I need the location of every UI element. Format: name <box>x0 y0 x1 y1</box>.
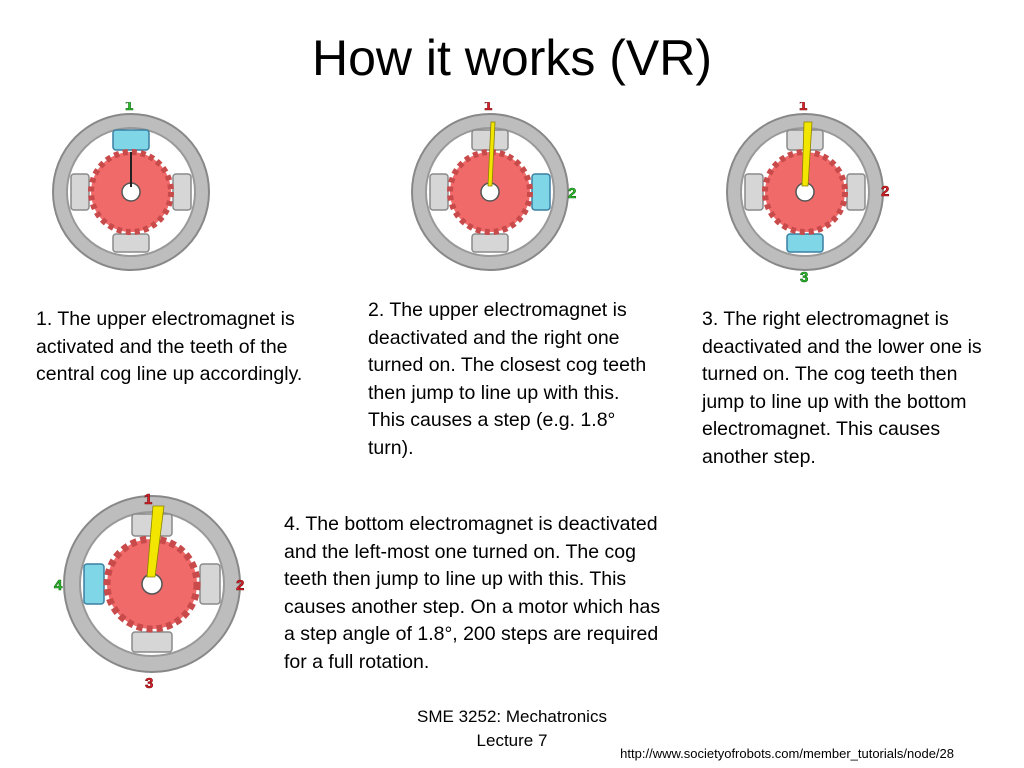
bottom-electromagnet <box>471 233 509 253</box>
stepper-motor-diagram-2: 1 2 <box>411 102 577 271</box>
central-cog <box>88 149 174 235</box>
magnet-label-1: 1 <box>125 102 133 114</box>
left-electromagnet <box>744 173 764 211</box>
magnet-label-1: 1 <box>799 102 807 114</box>
magnet-label-3: 3 <box>800 269 808 286</box>
right-electromagnet <box>846 173 866 211</box>
stepper-motor-diagram-4: 1 2 3 4 <box>54 491 245 693</box>
top-electromagnet <box>112 129 150 151</box>
step-angle-indicator <box>801 121 813 187</box>
magnet-label-4: 4 <box>54 577 63 594</box>
magnet-label-1: 1 <box>144 491 152 508</box>
magnet-label-3: 3 <box>145 675 153 692</box>
lecture-number: Lecture 7 <box>476 731 548 750</box>
step-3-description: 3. The right electromagnet is deactivate… <box>702 308 982 468</box>
step-angle-indicator <box>146 505 165 578</box>
source-url: http://www.societyofrobots.com/member_tu… <box>620 746 954 761</box>
magnet-label-2: 2 <box>568 185 576 202</box>
right-electromagnet <box>172 173 192 211</box>
magnet-label-1: 1 <box>484 102 492 114</box>
central-cog <box>447 149 533 235</box>
slide-title: How it works (VR) <box>311 30 713 86</box>
right-electromagnet <box>199 563 221 605</box>
step-1-description: 1. The upper electromagnet is activated … <box>36 308 303 385</box>
left-electromagnet <box>70 173 90 211</box>
magnet-label-2: 2 <box>881 183 889 200</box>
course-name: SME 3252: Mechatronics <box>417 707 607 726</box>
step-2-description: 2. The upper electromagnet is deactivate… <box>368 299 647 459</box>
bottom-electromagnet <box>786 233 824 253</box>
left-electromagnet <box>429 173 449 211</box>
magnet-label-2: 2 <box>236 577 244 594</box>
central-cog <box>103 535 201 633</box>
stepper-motor-diagram-3: 1 2 3 <box>726 102 890 286</box>
bottom-electromagnet <box>112 233 150 253</box>
stepper-motor-diagram-1: 1 <box>52 102 210 271</box>
left-electromagnet <box>83 563 105 605</box>
right-electromagnet <box>531 173 551 211</box>
central-cog <box>762 149 848 235</box>
bottom-electromagnet <box>131 631 173 653</box>
footer: SME 3252: Mechatronics Lecture 7 <box>392 705 632 753</box>
step-4-description: 4. The bottom electromagnet is deactivat… <box>284 513 661 673</box>
step-angle-indicator <box>487 121 496 187</box>
